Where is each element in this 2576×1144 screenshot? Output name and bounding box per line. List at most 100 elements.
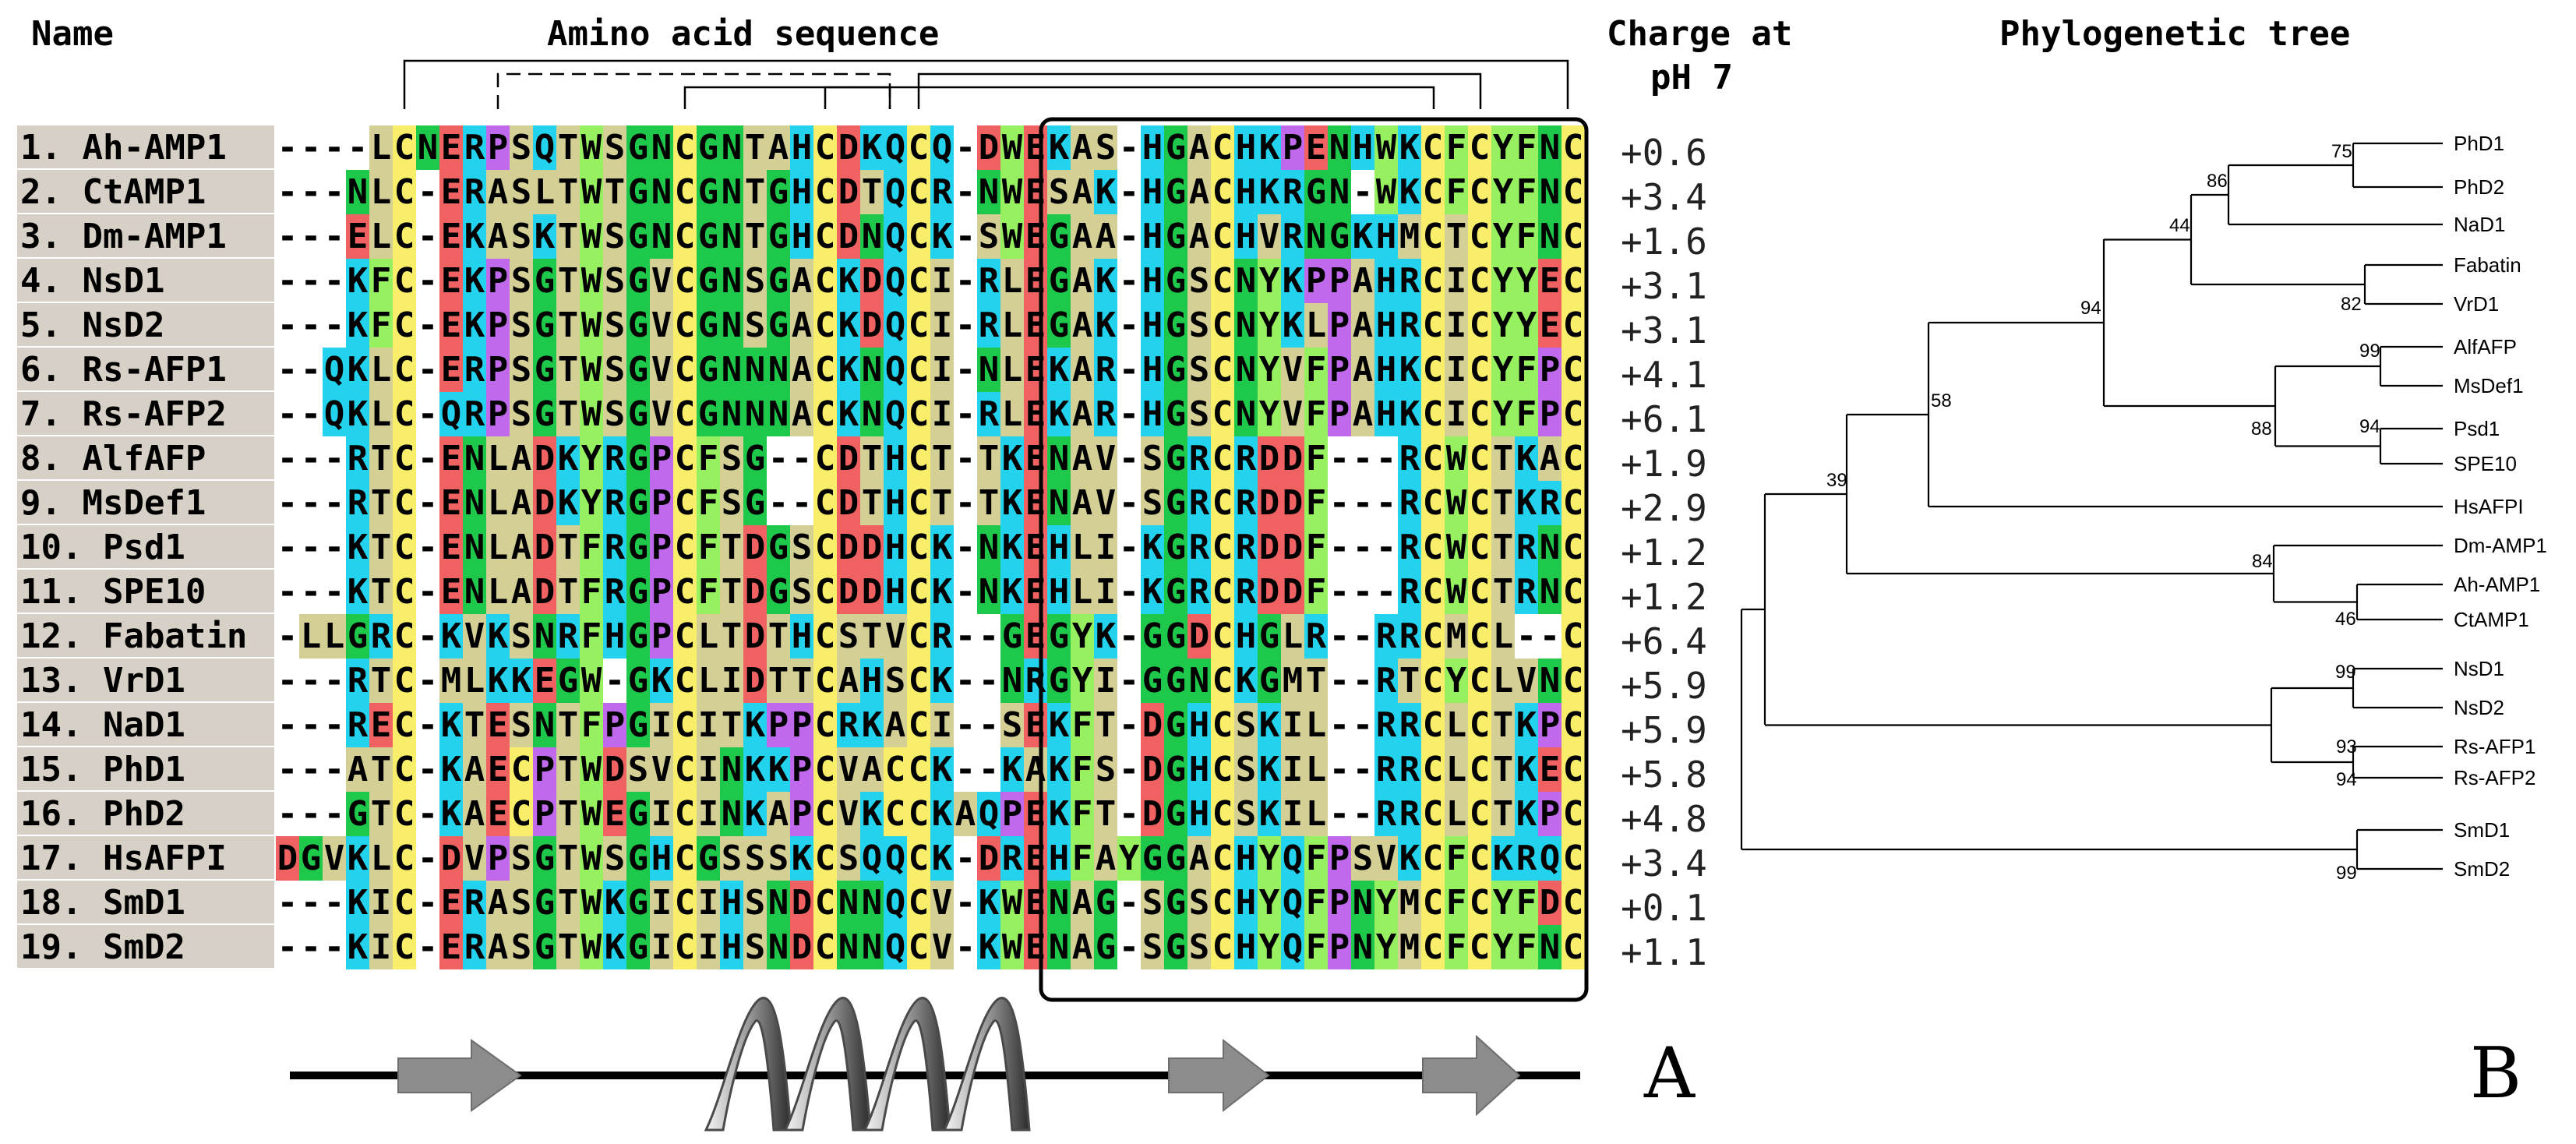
residue: S bbox=[510, 348, 533, 392]
residue: E bbox=[1024, 303, 1047, 348]
residue: F bbox=[1515, 170, 1538, 214]
residue: Q bbox=[439, 392, 463, 436]
residue: R bbox=[346, 703, 369, 747]
residue: - bbox=[416, 881, 439, 925]
residue: A bbox=[837, 659, 860, 703]
residue: S bbox=[510, 392, 533, 436]
tree-leaf-label: Psd1 bbox=[2454, 417, 2500, 440]
residue: N bbox=[720, 125, 743, 170]
beta-strand-arrow-1 bbox=[397, 1039, 522, 1112]
residue: G bbox=[533, 836, 556, 881]
residue: C bbox=[1468, 303, 1491, 348]
bootstrap-value: 75 bbox=[2331, 141, 2352, 162]
residue: K bbox=[1141, 570, 1164, 614]
residue: R bbox=[1515, 570, 1538, 614]
residue: C bbox=[1561, 259, 1585, 303]
residue: P bbox=[486, 348, 510, 392]
residue: H bbox=[1234, 614, 1258, 659]
residue: H bbox=[790, 214, 813, 259]
residue: G bbox=[533, 303, 556, 348]
residue: I bbox=[930, 703, 954, 747]
residue: C bbox=[673, 925, 697, 969]
residue: - bbox=[323, 125, 346, 170]
tree-leaf-label: SmD2 bbox=[2454, 857, 2510, 881]
residue: K bbox=[1000, 747, 1024, 792]
charge-value: +6.4 bbox=[1621, 620, 1707, 662]
residue: M bbox=[1398, 214, 1421, 259]
residue: G bbox=[697, 303, 720, 348]
residue: A bbox=[1187, 125, 1211, 170]
residue: K bbox=[1258, 170, 1281, 214]
phylogenetic-tree: PhD1PhD2NaD1FabatinVrD1AlfAFPMsDef1Psd1S… bbox=[1740, 132, 2547, 884]
residue: C bbox=[1561, 481, 1585, 525]
residue: H bbox=[1047, 570, 1071, 614]
residue: I bbox=[1445, 303, 1468, 348]
residue: C bbox=[1421, 348, 1445, 392]
residue: - bbox=[276, 259, 299, 303]
disulfide-bridge-3 bbox=[683, 86, 1435, 109]
residue: C bbox=[907, 703, 930, 747]
residue: I bbox=[930, 259, 954, 303]
residue: K bbox=[930, 836, 954, 881]
residue: K bbox=[603, 925, 626, 969]
residue: - bbox=[416, 170, 439, 214]
residue: T bbox=[767, 659, 790, 703]
residue: C bbox=[813, 614, 837, 659]
residue: G bbox=[626, 481, 650, 525]
residue: K bbox=[486, 659, 510, 703]
residue: T bbox=[369, 570, 393, 614]
residue: C bbox=[673, 747, 697, 792]
residue: C bbox=[1211, 392, 1234, 436]
residue: F bbox=[1304, 348, 1328, 392]
residue: S bbox=[1187, 881, 1211, 925]
residue: H bbox=[884, 525, 907, 570]
residue: C bbox=[1468, 348, 1491, 392]
sequence-name: 16. PhD2 bbox=[17, 792, 274, 836]
residue: - bbox=[977, 747, 1000, 792]
residue: R bbox=[1234, 481, 1258, 525]
residue: - bbox=[1328, 570, 1351, 614]
residue: S bbox=[790, 570, 813, 614]
residue: F bbox=[1304, 481, 1328, 525]
residue: F bbox=[1445, 125, 1468, 170]
residue: - bbox=[1351, 659, 1374, 703]
residue: Y bbox=[1491, 303, 1515, 348]
residue: V bbox=[1258, 214, 1281, 259]
residue: C bbox=[1211, 525, 1234, 570]
residue: F bbox=[1515, 214, 1538, 259]
residue: - bbox=[323, 170, 346, 214]
residue: N bbox=[1234, 259, 1258, 303]
residue: - bbox=[954, 614, 977, 659]
residue: N bbox=[837, 925, 860, 969]
residue: T bbox=[369, 747, 393, 792]
residue: N bbox=[720, 259, 743, 303]
residue: A bbox=[790, 392, 813, 436]
tree-branches bbox=[1740, 142, 2443, 870]
residue: G bbox=[626, 703, 650, 747]
residue: H bbox=[1234, 881, 1258, 925]
residue: - bbox=[1515, 614, 1538, 659]
residue: C bbox=[813, 259, 837, 303]
residue: E bbox=[346, 214, 369, 259]
residue: R bbox=[977, 392, 1000, 436]
residue: F bbox=[1304, 925, 1328, 969]
residue: - bbox=[1351, 170, 1374, 214]
residue: S bbox=[603, 125, 626, 170]
residue: C bbox=[907, 125, 930, 170]
residue: F bbox=[697, 525, 720, 570]
residue: F bbox=[1304, 525, 1328, 570]
residue: D bbox=[837, 481, 860, 525]
residue: C bbox=[673, 481, 697, 525]
residue: - bbox=[954, 703, 977, 747]
residue: - bbox=[954, 214, 977, 259]
residue: N bbox=[1328, 170, 1351, 214]
residue: - bbox=[954, 259, 977, 303]
residue: - bbox=[1117, 259, 1141, 303]
residue: P bbox=[1538, 703, 1561, 747]
residue: C bbox=[907, 392, 930, 436]
secondary-structure-diagram bbox=[290, 997, 1580, 1132]
residue: T bbox=[369, 525, 393, 570]
